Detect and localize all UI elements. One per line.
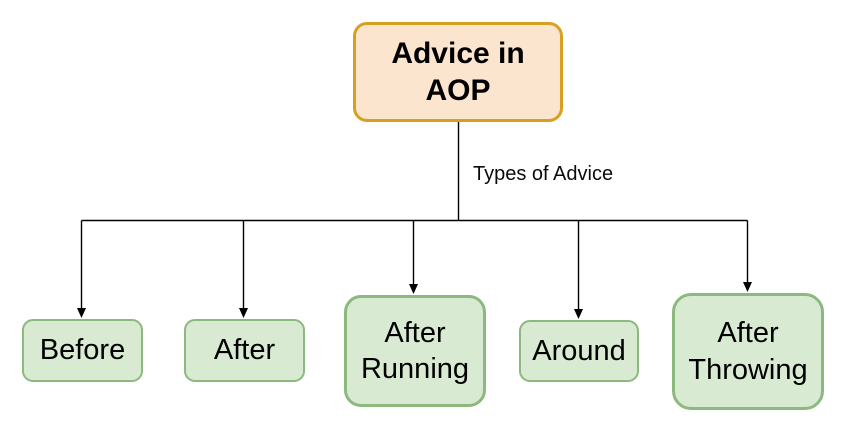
node-after-label: After	[213, 334, 276, 367]
node-after-throwing: After Throwing	[672, 293, 824, 410]
node-before-label: Before	[39, 334, 126, 367]
node-after-running: After Running	[344, 295, 486, 407]
node-after-running-label: After Running	[360, 316, 470, 385]
arrowhead-before-icon	[77, 308, 86, 318]
node-around: Around	[519, 320, 639, 382]
node-after: After	[184, 319, 305, 382]
node-around-label: Around	[532, 334, 626, 367]
edge-label-types-of-advice: Types of Advice	[473, 163, 614, 185]
arrowhead-after-icon	[239, 308, 248, 318]
arrowhead-around-icon	[574, 309, 583, 319]
node-after-throwing-label: After Throwing	[688, 317, 808, 386]
arrowhead-after-running-icon	[409, 284, 418, 294]
node-before: Before	[22, 319, 143, 382]
node-advice-in-aop-label: Advice in AOP	[391, 36, 525, 108]
arrowhead-after-throwing-icon	[743, 282, 752, 292]
node-advice-in-aop: Advice in AOP	[353, 22, 563, 122]
